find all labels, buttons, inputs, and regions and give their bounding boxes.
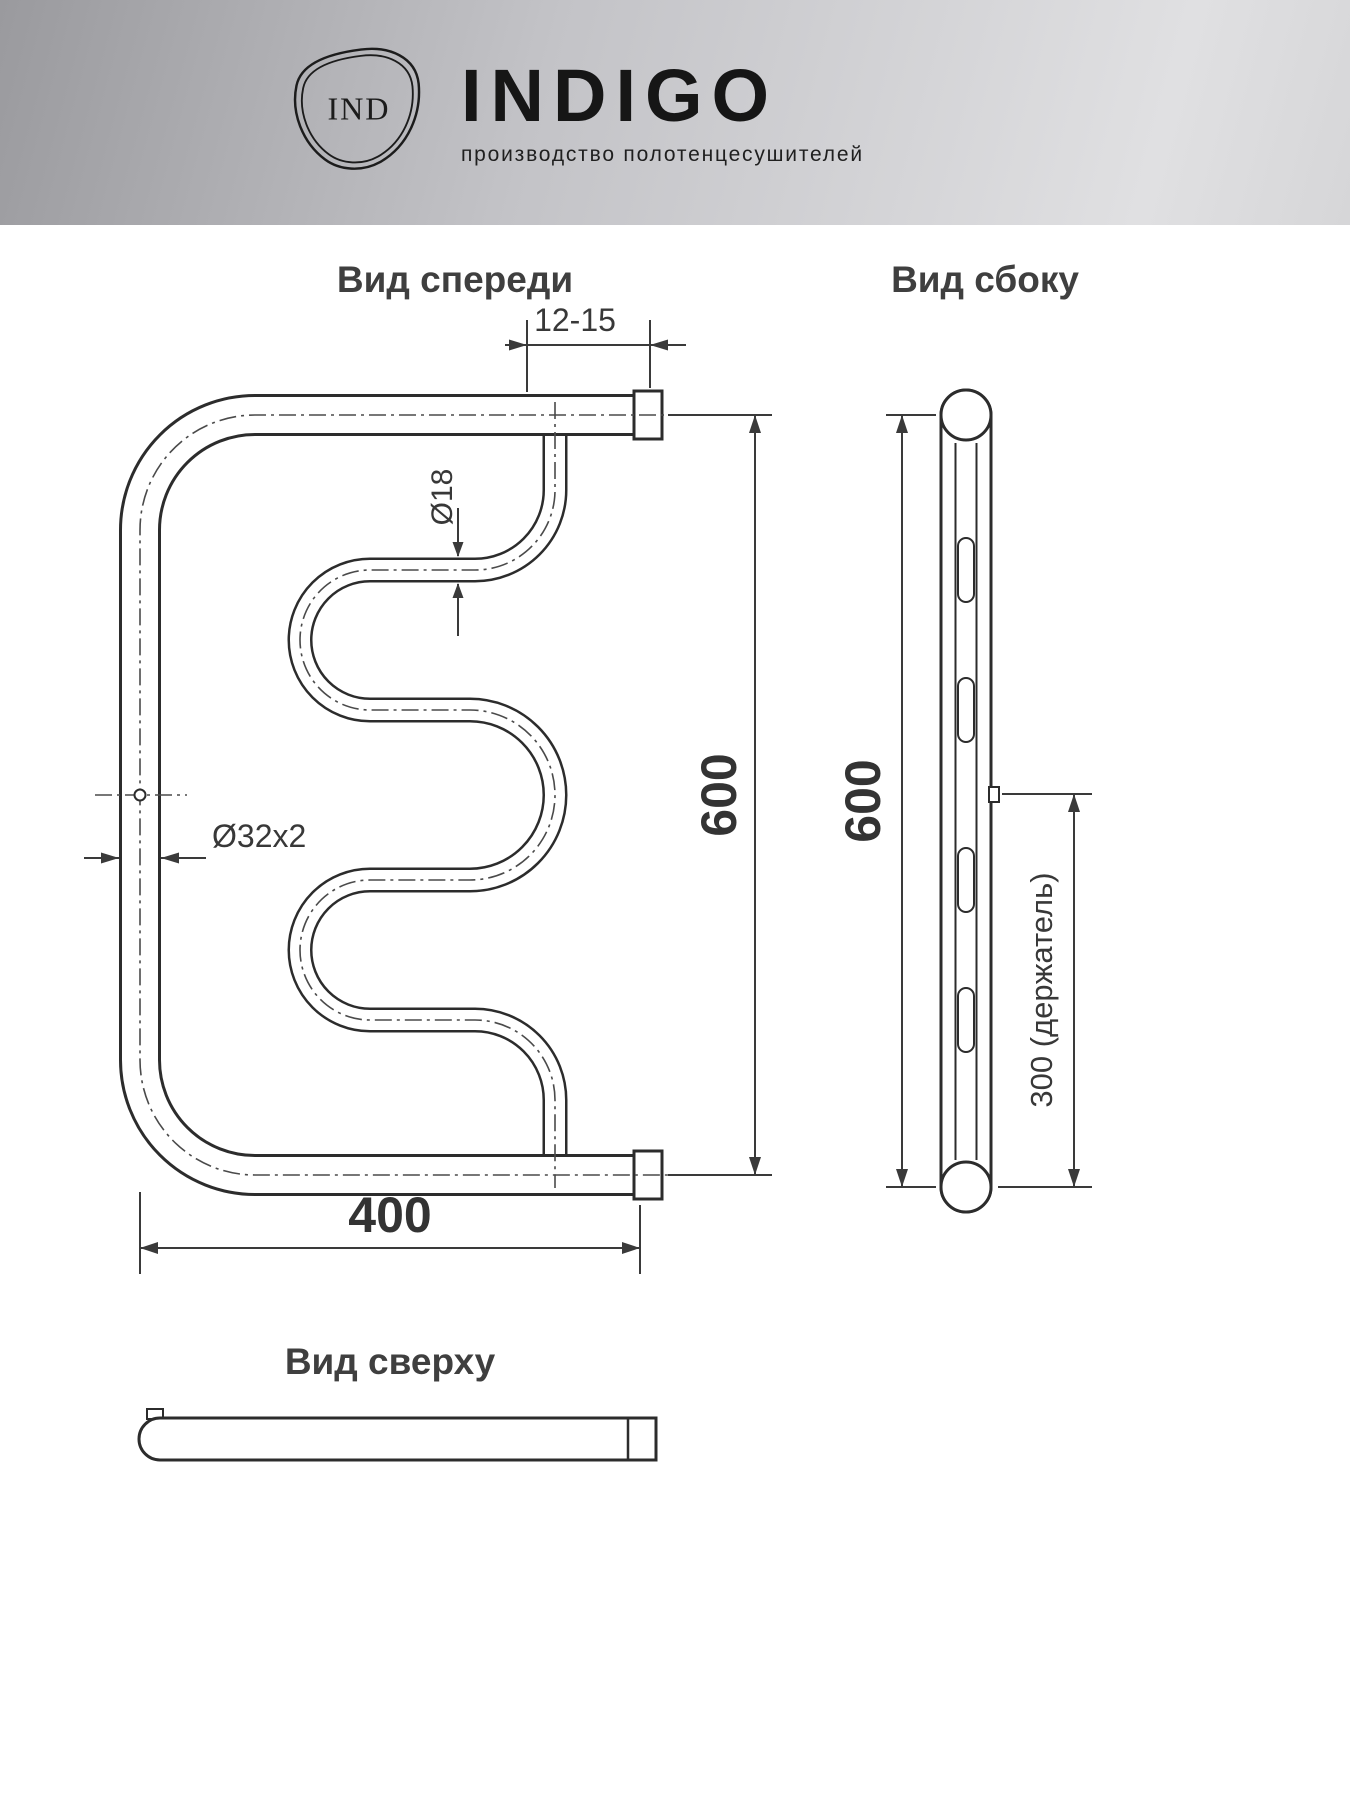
- dim-pipe-diameter-text: Ø32x2: [212, 818, 306, 854]
- technical-drawing: Вид спереди Вид сбоку Вид сверху: [84, 259, 1092, 1462]
- brand-logo: IND: [283, 42, 435, 184]
- dim-bracket-spacing: 300 (держатель): [998, 793, 1092, 1188]
- dim-top-offset-text: 12-15: [534, 302, 616, 338]
- arrowhead: [650, 339, 668, 351]
- mount-point-marker: [133, 788, 147, 802]
- frame-pipe-outline: [119, 394, 662, 1196]
- side-view-label: Вид сбоку: [891, 259, 1079, 300]
- side-snake-stub: [957, 677, 975, 743]
- top-view-label: Вид сверху: [285, 1341, 496, 1382]
- brand-name: INDIGO: [461, 53, 779, 137]
- arrowhead: [622, 1242, 640, 1254]
- arrowhead: [140, 1242, 158, 1254]
- arrowhead: [509, 339, 527, 351]
- brand-block: INDIGO производство полотенцесушителей: [461, 53, 864, 167]
- header: IND INDIGO производство полотенцесушител…: [0, 0, 1350, 225]
- dim-bracket-spacing-text: 300 (держатель): [1024, 872, 1059, 1107]
- dim-snake-diameter-text: Ø18: [426, 469, 459, 526]
- logo-shield: IND: [293, 47, 421, 170]
- arrowhead: [1068, 794, 1080, 812]
- arrowhead: [896, 1169, 908, 1187]
- logo-shield-inner: [301, 53, 414, 163]
- top-view-pipe: [137, 1416, 658, 1462]
- arrowhead: [896, 415, 908, 433]
- dim-top-offset: 12-15: [505, 302, 686, 392]
- top-view-drawing: [137, 1408, 658, 1462]
- side-snake-stub: [957, 847, 975, 913]
- dim-side-height: 600: [835, 414, 936, 1188]
- snake-pipe-body: [290, 415, 565, 1175]
- side-top-cap: [939, 388, 993, 442]
- dim-front-height: 600: [668, 414, 772, 1176]
- frame-pipe-body: [122, 397, 662, 1193]
- front-view-label: Вид спереди: [337, 259, 573, 300]
- dim-snake-diameter: Ø18: [426, 469, 464, 636]
- front-view-drawing: [95, 389, 686, 1201]
- snake-centerline: [299, 402, 556, 1188]
- frame-centerline: [139, 414, 686, 1176]
- snake-pipe-outline: [287, 415, 568, 1175]
- arrowhead: [749, 1157, 761, 1175]
- logo-monogram: IND: [328, 90, 391, 126]
- logo-shield-outer: [293, 47, 421, 170]
- arrowhead: [101, 852, 119, 864]
- dim-pipe-diameter: Ø32x2: [84, 818, 306, 864]
- side-snake-stub: [957, 987, 975, 1053]
- dim-side-height-text: 600: [835, 759, 891, 842]
- wall-bracket-stub: [988, 786, 1000, 803]
- side-pipe-silhouette: [939, 388, 993, 1214]
- arrowhead: [161, 852, 179, 864]
- arrowhead: [452, 583, 464, 598]
- brand-tagline: производство полотенцесушителей: [461, 142, 864, 166]
- dim-front-width: 400: [139, 1187, 641, 1274]
- side-bottom-cap: [939, 1160, 993, 1214]
- dim-front-width-text: 400: [348, 1187, 431, 1243]
- dim-front-height-text: 600: [691, 753, 747, 836]
- side-snake-stub: [957, 537, 975, 603]
- arrowhead: [749, 415, 761, 433]
- arrowhead: [1068, 1169, 1080, 1187]
- side-view-drawing: [939, 388, 1000, 1214]
- arrowhead: [452, 542, 464, 557]
